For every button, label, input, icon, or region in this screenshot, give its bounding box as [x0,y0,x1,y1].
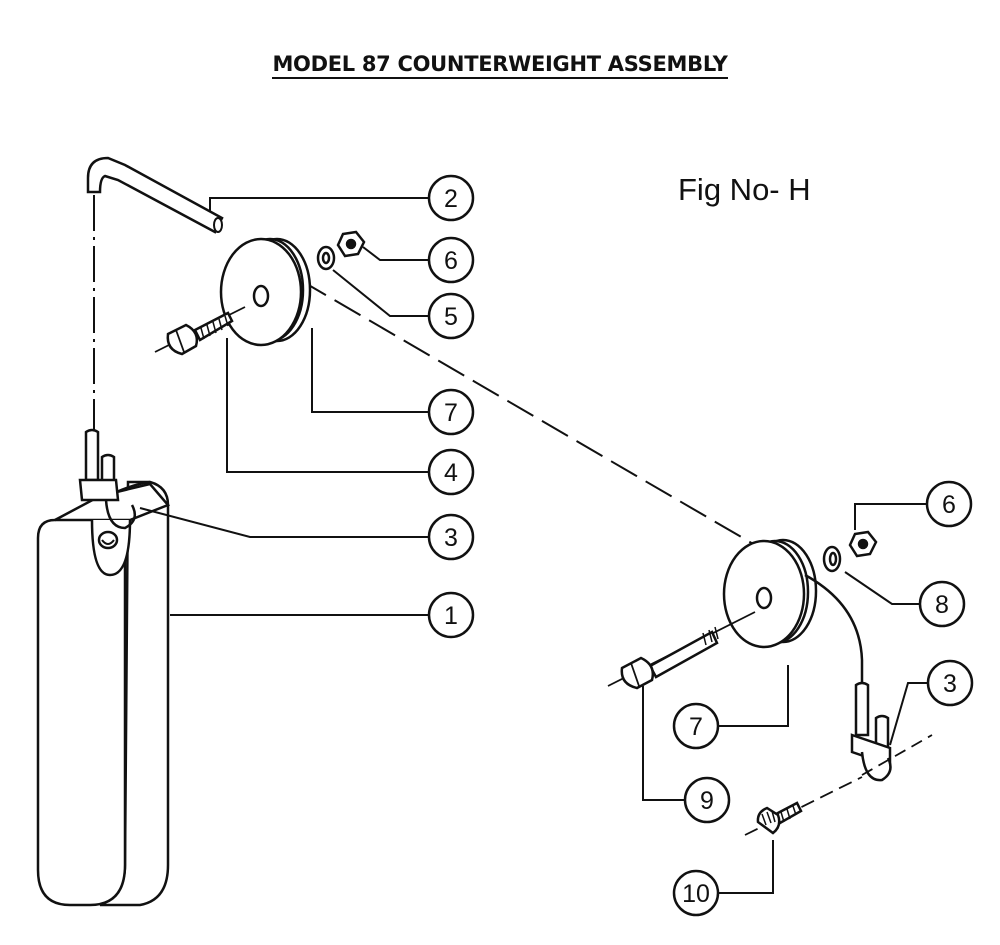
callout-8: 8 [918,580,966,628]
callout-4: 4 [427,448,475,496]
svg-text:6: 6 [942,491,956,519]
cable-path [93,195,756,546]
nut-lower [848,530,878,558]
figure-label: Fig No- H [678,172,811,207]
callout-9: 9 [683,776,731,824]
callout-10: 10 [672,869,720,917]
svg-text:1: 1 [444,602,458,630]
svg-text:10: 10 [682,880,710,908]
nut-upper [336,230,366,258]
svg-text:9: 9 [700,787,714,815]
diagram-title: MODEL 87 COUNTERWEIGHT ASSEMBLY [0,52,1000,79]
svg-text:5: 5 [444,303,458,331]
callout-7-lower: 7 [672,702,720,750]
svg-text:3: 3 [943,670,957,698]
cable-hook-lower [804,573,933,782]
svg-text:4: 4 [444,459,458,487]
svg-text:2: 2 [444,185,458,213]
svg-text:3: 3 [444,524,458,552]
callout-7-upper: 7 [427,388,475,436]
svg-text:7: 7 [444,399,458,427]
svg-text:7: 7 [689,713,703,741]
callout-6-lower: 6 [925,480,973,528]
callout-3-upper: 3 [427,513,475,561]
screw [744,776,863,836]
cable-hook-upper [78,428,137,530]
bolt-upper [154,306,246,356]
callout-1: 1 [427,591,475,639]
pulley-upper [219,237,312,347]
pulley-lower [722,538,818,649]
bolt-lower [607,611,756,690]
svg-text:8: 8 [935,591,949,619]
washer-lower [822,545,842,573]
leader-lines [139,197,928,894]
washer-upper [316,245,336,271]
callout-2: 2 [427,174,475,222]
counterweight [36,480,171,907]
callout-5: 5 [427,292,475,340]
support-rod [86,156,224,234]
svg-text:6: 6 [444,247,458,275]
callout-3-lower: 3 [926,659,974,707]
diagram-title-text: MODEL 87 COUNTERWEIGHT ASSEMBLY [272,52,728,79]
callout-6-upper: 6 [427,236,475,284]
